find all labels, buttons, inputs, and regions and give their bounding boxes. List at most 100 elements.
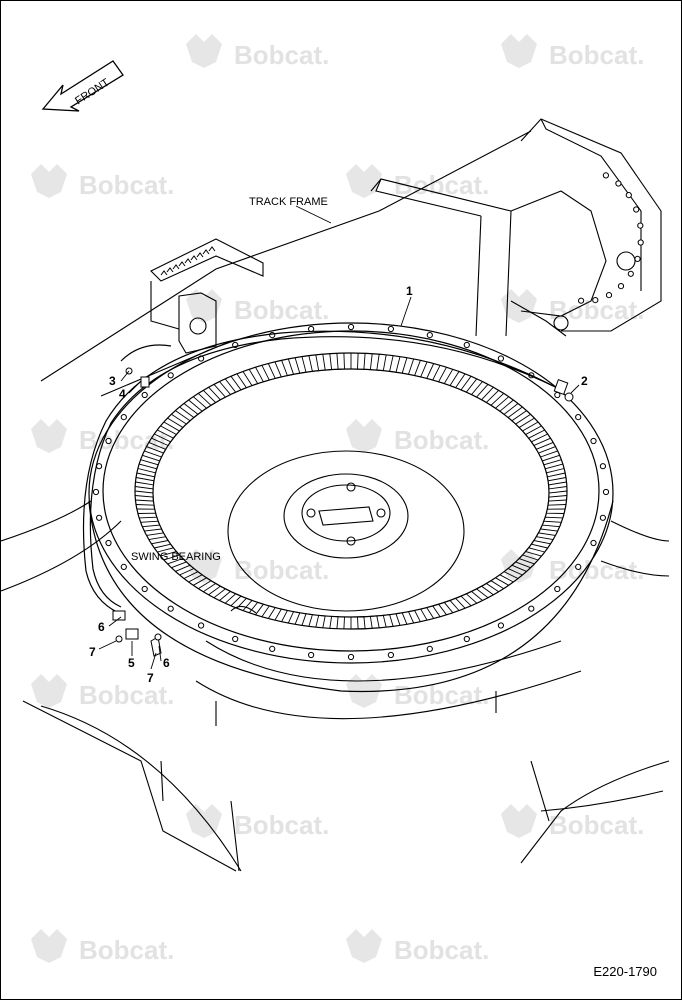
gear-tooth <box>208 384 227 401</box>
track-frame-label: TRACK FRAME <box>249 196 328 208</box>
bolt-hole <box>590 437 597 445</box>
bolt-hole <box>602 488 610 496</box>
serration <box>160 270 168 276</box>
gear-tooth <box>511 561 531 572</box>
callout-6b: 6 <box>163 656 170 670</box>
gear-tooth <box>281 358 295 377</box>
bolt-hole <box>347 653 355 661</box>
gear-tooth <box>539 524 560 532</box>
gear-tooth <box>530 540 551 549</box>
bolt-hole <box>387 325 394 333</box>
watermark-text: Bobcat. <box>79 425 174 455</box>
gear-tooth <box>407 609 421 624</box>
gear-tooth <box>514 413 535 429</box>
bolt-hole <box>575 563 582 571</box>
bobcat-watermark: Bobcat. <box>346 164 489 200</box>
serration <box>166 267 174 273</box>
bolt-hole <box>528 605 535 612</box>
gear-tooth <box>547 499 567 506</box>
watermark-text: Bobcat. <box>234 295 329 325</box>
gear-tooth <box>431 603 447 617</box>
gear-tooth <box>518 554 539 565</box>
gear-tooth <box>154 543 175 553</box>
gear-tooth <box>544 463 565 474</box>
gear-tooth <box>382 614 394 628</box>
bobcat-watermark: Bobcat. <box>501 804 644 840</box>
gear-tooth <box>301 613 313 627</box>
gear-tooth <box>443 599 460 613</box>
gear-tooth <box>135 477 155 486</box>
gear-tooth <box>157 425 178 439</box>
gear-tooth <box>389 355 401 373</box>
frame-hole <box>592 297 599 304</box>
frame-hole <box>617 283 625 290</box>
frame-hole <box>633 206 640 213</box>
gear-tooth <box>261 605 276 619</box>
bobcat-watermark: Bobcat. <box>186 289 329 325</box>
bobcat-logo-icon <box>186 289 222 323</box>
bolt-hole <box>269 645 276 653</box>
serration <box>184 258 192 264</box>
bolt-hole <box>463 341 470 349</box>
grease-fittings <box>112 367 574 657</box>
gear-tooth <box>146 441 167 454</box>
center-hub <box>227 450 465 614</box>
bolt-hole <box>167 372 174 379</box>
gear-tooth <box>134 486 154 494</box>
bracket-serrations <box>160 246 216 276</box>
gear-tooth <box>343 616 352 629</box>
gear-tooth <box>140 520 161 528</box>
gear-tooth <box>294 356 307 374</box>
bolt-hole <box>554 585 561 593</box>
frame-hole <box>637 222 644 229</box>
serration <box>190 255 198 261</box>
gear-tooth <box>160 550 181 561</box>
bobcat-logo-icon <box>31 929 67 963</box>
gear-tooth <box>548 490 568 498</box>
gear-tooth <box>413 360 428 378</box>
bolt-hole <box>96 514 103 521</box>
gear-tooth <box>485 580 504 593</box>
bolt-hole <box>232 635 239 643</box>
bobcat-logo-icon <box>501 34 537 68</box>
gear-tooth <box>197 389 217 406</box>
bolt-hole <box>347 323 355 331</box>
gear-tooth <box>167 557 188 569</box>
gear-tooth <box>475 585 494 599</box>
gear-tooth <box>203 582 222 596</box>
gear-tooth <box>255 365 270 383</box>
bolt-hole <box>141 585 148 593</box>
callout-2: 2 <box>581 374 588 388</box>
gear-tooth <box>230 373 248 391</box>
bobcat-logo-icon <box>31 419 67 453</box>
gear-tooth <box>543 516 563 523</box>
bobcat-watermark: Bobcat. <box>346 674 489 710</box>
bolt-hole <box>575 414 582 421</box>
gear-tooth <box>179 403 199 419</box>
swing-bearing <box>88 322 614 693</box>
bobcat-logo-icon <box>31 164 67 198</box>
watermark-text: Bobcat. <box>234 40 329 70</box>
gear-tooth <box>503 567 523 579</box>
bolt-hole <box>497 622 504 629</box>
gear-tooth <box>357 616 366 629</box>
gear-tooth <box>521 421 542 436</box>
gear-tooth <box>135 495 154 502</box>
gear-tooth <box>454 595 472 609</box>
gear-tooth <box>135 504 156 510</box>
bolt-hole <box>590 539 597 547</box>
frame-hole <box>605 292 613 299</box>
bobcat-watermark: Bobcat. <box>186 549 329 585</box>
gear-tooth <box>533 437 554 450</box>
bobcat-watermark: Bobcat. <box>346 419 489 455</box>
watermark-text: Bobcat. <box>79 170 174 200</box>
bobcat-watermark: Bobcat. <box>31 674 174 710</box>
gear-tooth <box>287 611 301 625</box>
gear-tooth <box>376 354 387 372</box>
gear-tooth <box>537 446 558 458</box>
gear-tooth <box>322 353 333 371</box>
frame-hole <box>578 297 585 304</box>
bolt-hole <box>426 645 433 653</box>
